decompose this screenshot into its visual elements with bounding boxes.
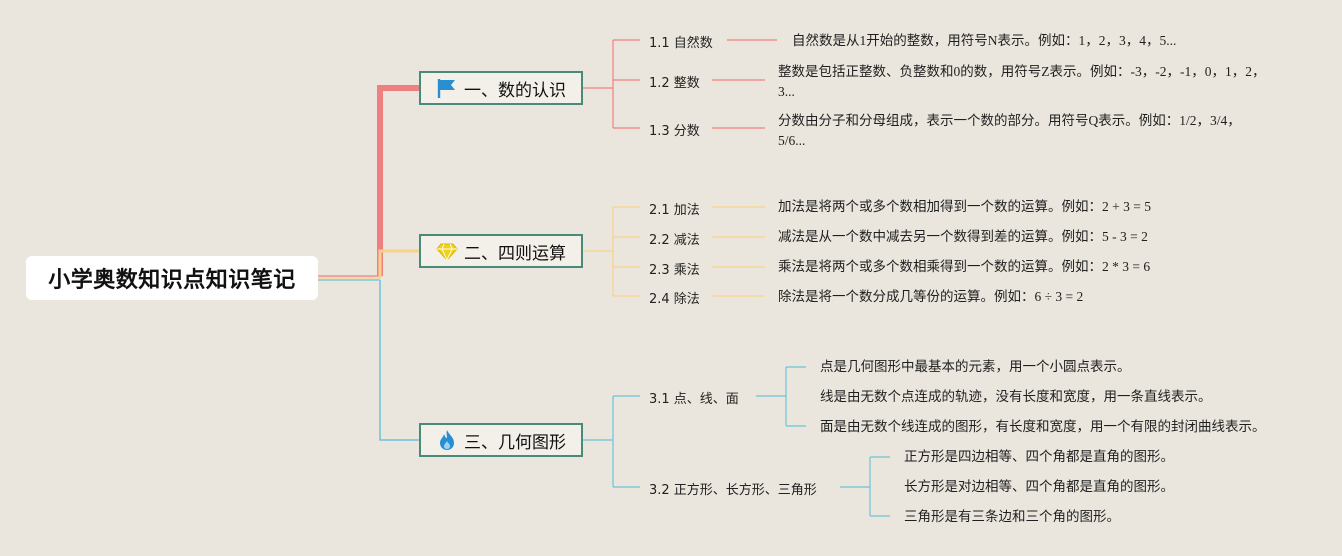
leaf-triangle: 三角形是有三条边和三个角的图形。	[904, 509, 1120, 524]
leaf-line: 线是由无数个点连成的轨迹，没有长度和宽度，用一条直线表示。	[820, 389, 1212, 404]
subtopic-natural-numbers[interactable]: 1.1 自然数	[649, 36, 713, 51]
leaf-integers: 整数是包括正整数、负整数和0的数，用符号Z表示。例如：-3，-2，-1，0，1，…	[778, 64, 1266, 99]
flag-icon	[436, 77, 458, 99]
branch-title: 三、几何图形	[464, 432, 566, 453]
fire-icon	[436, 429, 458, 451]
leaf-connector	[712, 206, 765, 297]
sub-connector	[613, 395, 640, 488]
sub-connector	[613, 206, 640, 297]
subtopic-division[interactable]: 2.4 除法	[649, 292, 700, 307]
leaf-connector	[712, 39, 777, 129]
leaf-connector	[756, 366, 806, 427]
root-topic[interactable]: 小学奥数知识点知识笔记	[26, 256, 318, 300]
subtopic-addition[interactable]: 2.1 加法	[649, 203, 700, 218]
leaf-addition: 加法是将两个或多个数相加得到一个数的运算。例如：2 + 3 = 5	[778, 199, 1151, 214]
leaf-natural-numbers: 自然数是从1开始的整数，用符号N表示。例如：1，2，3，4，5...	[792, 33, 1177, 48]
subtopic-integers[interactable]: 1.2 整数	[649, 76, 700, 91]
leaf-point: 点是几何图形中最基本的元素，用一个小圆点表示。	[820, 359, 1131, 374]
branch-3-connector	[379, 280, 419, 441]
branch-title: 一、数的认识	[464, 80, 566, 101]
branch-geometry[interactable]: 三、几何图形	[419, 423, 583, 457]
sub-connector	[613, 39, 640, 129]
leaf-subtraction: 减法是从一个数中减去另一个数得到差的运算。例如：5 - 3 = 2	[778, 229, 1148, 244]
branch-2-connector	[378, 249, 419, 278]
branch-1-connector	[377, 85, 419, 276]
branch-four-operations[interactable]: 二、四则运算	[419, 234, 583, 268]
leaf-fractions: 分数由分子和分母组成，表示一个数的部分。用符号Q表示。例如：1/2，3/4，5/…	[778, 113, 1241, 148]
subtopic-subtraction[interactable]: 2.2 减法	[649, 233, 700, 248]
branch-title: 二、四则运算	[464, 243, 566, 264]
subtopic-point-line-plane[interactable]: 3.1 点、线、面	[649, 392, 739, 407]
leaf-connector	[840, 456, 890, 517]
diamond-icon	[436, 240, 458, 262]
leaf-multiplication: 乘法是将两个或多个数相乘得到一个数的运算。例如：2 * 3 = 6	[778, 259, 1151, 274]
subtopic-multiplication[interactable]: 2.3 乘法	[649, 263, 700, 278]
leaf-plane: 面是由无数个线连成的图形，有长度和宽度，用一个有限的封闭曲线表示。	[820, 419, 1266, 434]
subtopic-shapes[interactable]: 3.2 正方形、长方形、三角形	[649, 483, 817, 498]
root-title: 小学奥数知识点知识笔记	[48, 268, 296, 293]
leaf-rectangle: 长方形是对边相等、四个角都是直角的图形。	[904, 479, 1174, 494]
branch-number-recognition[interactable]: 一、数的认识	[419, 71, 583, 105]
subtopic-fractions[interactable]: 1.3 分数	[649, 124, 700, 139]
leaf-square: 正方形是四边相等、四个角都是直角的图形。	[904, 449, 1174, 464]
leaf-division: 除法是将一个数分成几等份的运算。例如：6 ÷ 3 = 2	[778, 289, 1084, 304]
